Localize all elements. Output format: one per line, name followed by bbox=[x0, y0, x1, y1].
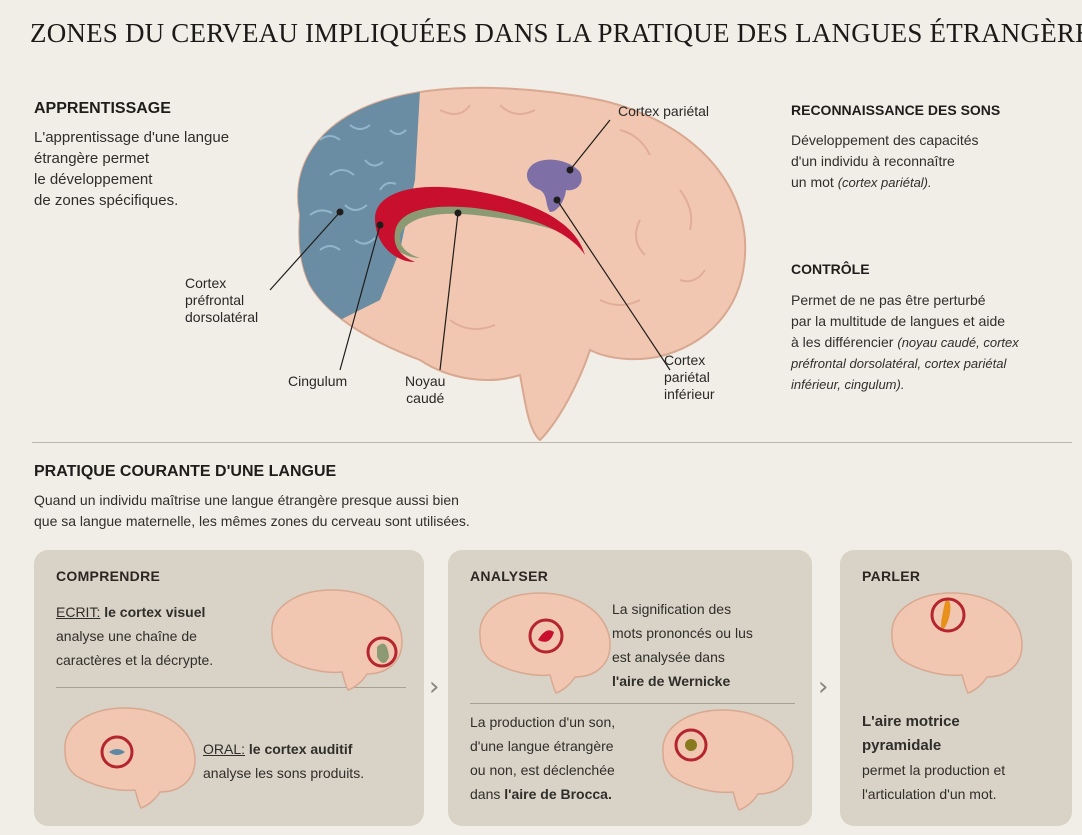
label-cingulum: Cingulum bbox=[288, 373, 348, 389]
controle-heading: CONTRÔLE bbox=[791, 261, 870, 277]
page-title: ZONES DU CERVEAU IMPLIQUÉES DANS LA PRAT… bbox=[30, 18, 1082, 48]
label-noyau-caude: Noyau caudé bbox=[405, 373, 446, 406]
analyser-title: ANALYSER bbox=[470, 568, 549, 584]
brocca-text: La production d'un son, d'une langue étr… bbox=[470, 714, 616, 802]
brain-shape bbox=[297, 86, 747, 442]
parler-text: L'aire motrice pyramidale permet la prod… bbox=[862, 713, 1006, 802]
parler-title: PARLER bbox=[862, 568, 921, 584]
brain-motor-area-icon bbox=[891, 592, 1023, 694]
oral-text: ORAL: le cortex auditif analyse les sons… bbox=[203, 741, 365, 781]
label-cortex-parietal: Cortex pariétal bbox=[618, 103, 710, 119]
controle-text: Permet de ne pas être perturbé par la mu… bbox=[791, 292, 1019, 392]
analyser-divider bbox=[470, 703, 795, 704]
chevron-right-icon: › bbox=[429, 672, 440, 702]
apprentissage-text: L'apprentissage d'une langue étrangère p… bbox=[34, 129, 230, 209]
brain-brocca-icon bbox=[662, 709, 794, 811]
pratique-heading: PRATIQUE COURANTE D'UNE LANGUE bbox=[34, 463, 337, 480]
pratique-text: Quand un individu maîtrise une langue ét… bbox=[34, 492, 470, 529]
reconnaissance-text: Développement des capacités d'un individ… bbox=[791, 132, 979, 190]
brain-wernicke-icon bbox=[479, 592, 611, 694]
apprentissage-heading: APPRENTISSAGE bbox=[34, 100, 171, 117]
comprendre-divider bbox=[56, 687, 406, 688]
label-prefrontal: Cortex préfrontal dorsolatéral bbox=[185, 275, 259, 325]
wernicke-text: La signification des mots prononcés ou l… bbox=[612, 601, 753, 689]
section-divider bbox=[32, 442, 1072, 443]
ecrit-text: ECRIT: le cortex visuel analyse une chaî… bbox=[56, 604, 214, 668]
brain-auditory-cortex-icon bbox=[64, 707, 196, 809]
comprendre-title: COMPRENDRE bbox=[56, 568, 161, 584]
chevron-right-icon: › bbox=[818, 672, 829, 702]
brain-visual-cortex-icon bbox=[271, 589, 403, 691]
label-parietal-inferieur: Cortex pariétal inférieur bbox=[664, 352, 715, 402]
main-brain-illustration bbox=[269, 86, 747, 442]
leader-lines bbox=[269, 119, 671, 371]
reconnaissance-heading: RECONNAISSANCE DES SONS bbox=[791, 102, 1001, 118]
